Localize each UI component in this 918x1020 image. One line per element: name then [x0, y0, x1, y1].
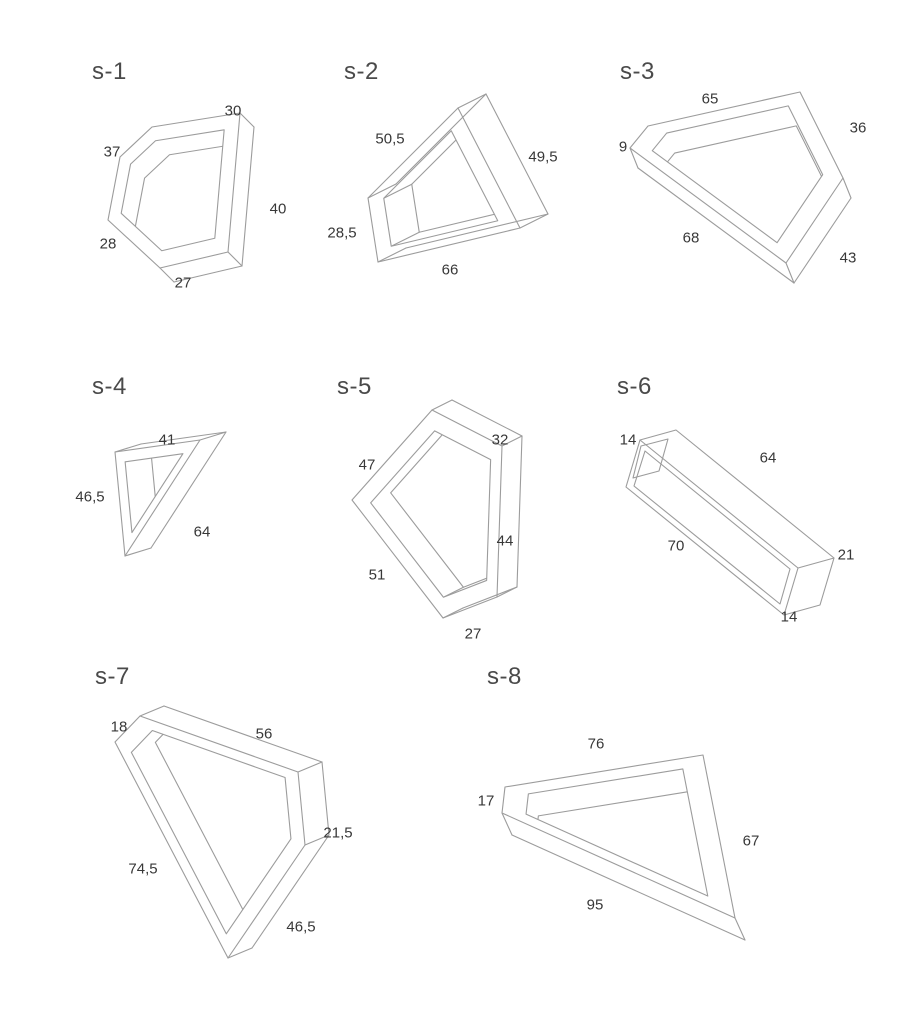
- dimension-label: 27: [174, 274, 192, 292]
- dimension-label: 30: [224, 102, 242, 120]
- dimension-label: 64: [193, 523, 211, 541]
- dimension-label: 14: [619, 431, 637, 449]
- dimension-label: 64: [759, 449, 777, 467]
- figure-title-s-2: s-2: [344, 58, 379, 85]
- dimension-label: 17: [477, 792, 495, 810]
- dimension-label: 74,5: [128, 860, 158, 878]
- figure-title-s-7: s-7: [95, 663, 130, 690]
- dimension-label: 66: [441, 261, 459, 279]
- dimension-label: 95: [586, 896, 604, 914]
- dimension-label: 9: [618, 138, 628, 156]
- dimension-label: 56: [255, 725, 273, 743]
- dimension-label: 36: [849, 119, 867, 137]
- dimension-label: 47: [358, 456, 376, 474]
- figure-title-s-6: s-6: [617, 373, 652, 400]
- figure-title-s-3: s-3: [620, 58, 655, 85]
- figure-s-4-drawing: [114, 431, 227, 557]
- dimension-label: 51: [368, 566, 386, 584]
- dimension-label: 46,5: [75, 488, 105, 506]
- dimension-label: 14: [780, 608, 798, 626]
- figure-s-8-drawing: [501, 754, 746, 941]
- dimension-label: 18: [110, 718, 128, 736]
- figure-s-5-drawing: [351, 399, 523, 619]
- dimension-label: 68: [682, 229, 700, 247]
- dimension-label: 40: [269, 200, 287, 218]
- figure-s-1-drawing: [107, 112, 255, 283]
- dimension-label: 67: [742, 832, 760, 850]
- dimension-label: 28,5: [327, 224, 357, 242]
- dimension-label: 65: [701, 90, 719, 108]
- dimension-label: 70: [667, 537, 685, 555]
- figure-s-6-drawing: [625, 429, 835, 616]
- dimension-label: 44: [496, 532, 514, 550]
- dimension-label: 49,5: [528, 148, 558, 166]
- figure-title-s-4: s-4: [92, 373, 127, 400]
- dimension-label: 32: [491, 431, 509, 449]
- figure-s-7-drawing: [114, 705, 330, 959]
- figure-title-s-1: s-1: [92, 58, 127, 85]
- figure-s-2-drawing: [367, 93, 549, 263]
- dimension-label: 21: [837, 546, 855, 564]
- figure-s-3-drawing: [629, 91, 852, 284]
- dimension-label: 21,5: [323, 824, 353, 842]
- dimension-label: 50,5: [375, 130, 405, 148]
- dimension-label: 27: [464, 625, 482, 643]
- dimension-label: 43: [839, 249, 857, 267]
- dimension-label: 41: [158, 431, 176, 449]
- dimension-label: 28: [99, 235, 117, 253]
- dimension-label: 46,5: [286, 918, 316, 936]
- dimension-label: 76: [587, 735, 605, 753]
- figure-title-s-8: s-8: [487, 663, 522, 690]
- dimension-label: 37: [103, 143, 121, 161]
- figure-title-s-5: s-5: [337, 373, 372, 400]
